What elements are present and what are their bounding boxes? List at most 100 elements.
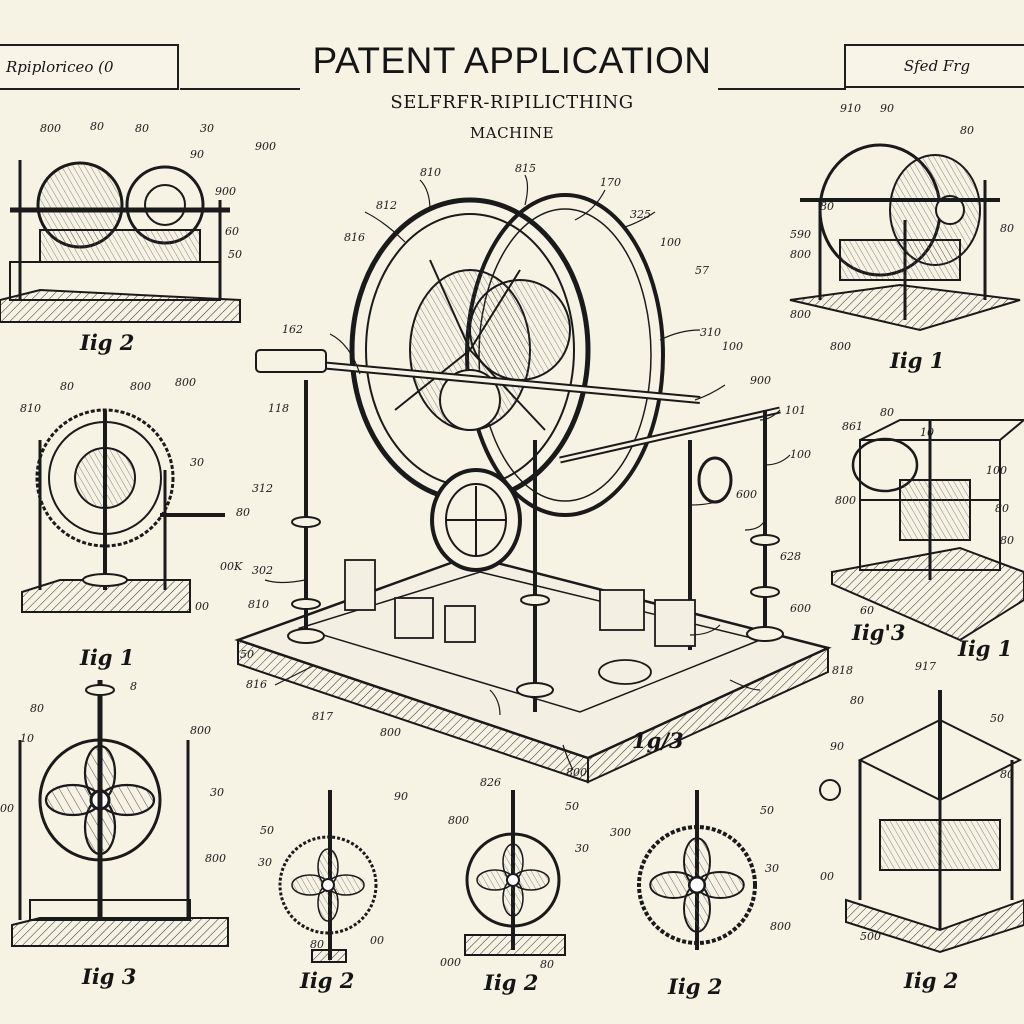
svg-text:57: 57	[695, 264, 709, 277]
svg-text:80: 80	[135, 122, 149, 135]
svg-text:100: 100	[790, 448, 811, 461]
svg-text:812: 812	[376, 199, 397, 212]
figure-label-top-right: Iig 1	[890, 348, 945, 373]
svg-text:101: 101	[785, 404, 806, 417]
svg-text:00: 00	[195, 600, 209, 613]
svg-text:628: 628	[780, 550, 801, 563]
svg-text:800: 800	[790, 308, 811, 321]
figure-id-box-text: Sfed Frg	[903, 57, 971, 75]
svg-text:800: 800	[205, 852, 226, 865]
svg-text:816: 816	[246, 678, 267, 691]
svg-text:80: 80	[540, 958, 554, 971]
reference-box-text: Rpiploriceo (0	[6, 58, 114, 76]
svg-text:810: 810	[20, 402, 41, 415]
svg-text:817: 817	[312, 710, 333, 723]
svg-text:8: 8	[130, 680, 137, 693]
svg-text:30: 30	[200, 122, 214, 135]
svg-text:80: 80	[820, 200, 834, 213]
svg-text:600: 600	[790, 602, 811, 615]
svg-text:302: 302	[252, 564, 273, 577]
svg-text:800: 800	[830, 340, 851, 353]
page-subtitle-line-2: MACHINE	[469, 124, 555, 142]
svg-text:600: 600	[736, 488, 757, 501]
svg-text:80: 80	[1000, 222, 1014, 235]
figure-label-bottom-5: Iig 2	[904, 968, 959, 993]
svg-text:800: 800	[130, 380, 151, 393]
svg-text:60: 60	[860, 604, 874, 617]
svg-text:800: 800	[380, 726, 401, 739]
svg-text:80: 80	[995, 502, 1009, 515]
top-left-machine-illustration	[0, 160, 241, 323]
main-machine-illustration	[234, 193, 832, 784]
svg-text:800: 800	[566, 766, 587, 779]
reference-box: Rpiploriceo (0	[0, 44, 179, 90]
svg-text:50: 50	[228, 248, 242, 261]
page-subtitle: SELFRFR-RIPILICTHING	[390, 92, 634, 113]
leader-lines	[264, 174, 791, 771]
svg-text:30: 30	[190, 456, 204, 469]
svg-text:816: 816	[344, 231, 365, 244]
svg-text:00: 00	[820, 870, 834, 883]
svg-text:50: 50	[990, 712, 1004, 725]
bottom-fan-2-illustration	[464, 790, 566, 956]
svg-text:10: 10	[20, 732, 34, 745]
svg-text:60: 60	[225, 225, 239, 238]
svg-text:800: 800	[175, 376, 196, 389]
svg-text:118: 118	[268, 402, 289, 415]
svg-text:100: 100	[722, 340, 743, 353]
svg-text:80: 80	[60, 380, 74, 393]
figure-label-center: 1g/3	[632, 728, 684, 753]
header-rule-right	[718, 88, 846, 90]
svg-text:80: 80	[236, 506, 250, 519]
svg-text:826: 826	[480, 776, 501, 789]
svg-text:800: 800	[448, 814, 469, 827]
figure-label-top-left: Iig 2	[80, 330, 135, 355]
svg-text:80: 80	[1000, 768, 1014, 781]
svg-text:50: 50	[240, 648, 254, 661]
bottom-left-machine-illustration	[11, 680, 229, 947]
svg-text:80: 80	[1000, 534, 1014, 547]
svg-text:900: 900	[255, 140, 276, 153]
svg-text:590: 590	[790, 228, 811, 241]
page-title: PATENT APPLICATION	[312, 40, 712, 81]
mid-right-machine-illustration	[831, 419, 1024, 642]
figure-id-box: Sfed Frg	[844, 44, 1024, 88]
svg-text:300: 300	[610, 826, 631, 839]
mid-left-machine-illustration	[21, 408, 225, 613]
svg-text:818: 818	[832, 664, 853, 677]
svg-text:90: 90	[190, 148, 204, 161]
svg-text:310: 310	[700, 326, 721, 339]
svg-text:30: 30	[765, 862, 779, 875]
svg-text:80: 80	[90, 120, 104, 133]
figure-label-mid-left: Iig 1	[80, 645, 135, 670]
figure-label-bottom-4: Iig 2	[668, 974, 723, 999]
svg-text:10: 10	[920, 426, 934, 439]
svg-text:00: 00	[370, 934, 384, 947]
figure-label-mid-right-a: Iig'3	[852, 620, 906, 645]
svg-text:810: 810	[248, 598, 269, 611]
svg-text:861: 861	[842, 420, 863, 433]
svg-text:000: 000	[440, 956, 461, 969]
figure-label-bottom-3: Iig 2	[484, 970, 539, 995]
top-right-machine-illustration	[789, 143, 1021, 332]
svg-text:50: 50	[260, 824, 274, 837]
bottom-right-machine-illustration	[819, 690, 1024, 954]
bottom-fan-3-illustration	[637, 790, 757, 950]
svg-text:80: 80	[960, 124, 974, 137]
svg-text:100: 100	[660, 236, 681, 249]
svg-text:917: 917	[915, 660, 936, 673]
svg-text:170: 170	[600, 176, 621, 189]
svg-text:90: 90	[394, 790, 408, 803]
figure-label-bottom-2: Iig 2	[300, 968, 355, 993]
svg-text:80: 80	[850, 694, 864, 707]
figure-label-mid-right-b: Iig 1	[958, 636, 1013, 661]
svg-text:00: 00	[0, 802, 14, 815]
svg-text:800: 800	[190, 724, 211, 737]
svg-text:325: 325	[630, 208, 651, 221]
svg-text:810: 810	[420, 166, 441, 179]
svg-text:80: 80	[30, 702, 44, 715]
bottom-fan-1-illustration	[278, 790, 378, 963]
svg-text:30: 30	[210, 786, 224, 799]
